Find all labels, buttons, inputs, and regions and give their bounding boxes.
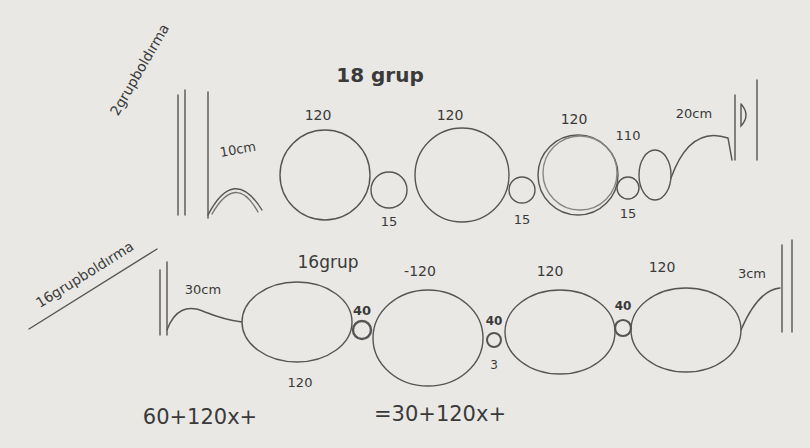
small-circle xyxy=(371,172,407,208)
small-circle xyxy=(617,177,639,199)
sketch-label: 15 xyxy=(620,207,637,221)
wall-line xyxy=(734,95,735,160)
sketch-label: 20cm xyxy=(676,107,712,121)
sketch-label: 30cm xyxy=(185,283,221,297)
wall-line xyxy=(159,270,160,335)
large-circle xyxy=(631,288,741,372)
sketch-label: 120 xyxy=(437,108,464,123)
sketch-label: 16grupboldırma xyxy=(33,239,136,311)
gap-arc xyxy=(741,288,780,330)
sketch-label: 15 xyxy=(514,213,531,227)
small-circle xyxy=(353,321,371,339)
large-circle xyxy=(373,290,483,386)
gap-arc xyxy=(212,192,258,214)
oval xyxy=(639,150,671,200)
large-circle xyxy=(242,282,352,362)
sketch-label: 40 xyxy=(353,304,371,318)
large-circle xyxy=(280,130,370,220)
sketch-label: =30+120x+ xyxy=(374,403,506,426)
sketch-label: 110 xyxy=(616,129,641,143)
wall-line xyxy=(781,245,782,332)
large-circle xyxy=(505,290,615,374)
wall-line xyxy=(177,95,178,215)
wall-line xyxy=(184,90,185,215)
gap-arc xyxy=(671,135,732,178)
sketch-label: 60+120x+ xyxy=(143,406,257,429)
sketch-label: 10cm xyxy=(219,140,257,160)
small-circle xyxy=(487,333,501,347)
d-mark xyxy=(741,104,746,126)
large-circle xyxy=(543,136,617,210)
large-circle xyxy=(538,135,618,215)
sketch-label: 3cm xyxy=(738,267,766,281)
sketch-label: 120 xyxy=(537,264,564,279)
sketch-label: 2grupboldırma xyxy=(108,21,173,118)
wall-line xyxy=(207,92,208,218)
wall-line xyxy=(791,240,792,332)
sketch-label: 40 xyxy=(615,300,632,313)
gap-arc xyxy=(208,189,262,215)
wall-line xyxy=(166,262,167,335)
sketch-label: 16grup xyxy=(298,253,359,272)
large-circle xyxy=(415,128,509,222)
sketch-label: 120 xyxy=(649,260,676,275)
sketch-label: 120 xyxy=(305,108,332,123)
sketch-label: 18 grup xyxy=(336,64,424,86)
small-circle xyxy=(615,320,631,336)
gap-arc xyxy=(167,309,242,330)
sketch-label: 120 xyxy=(561,112,588,127)
sketch-label: 3 xyxy=(490,359,498,372)
wall-line xyxy=(756,80,757,160)
sketch-label: -120 xyxy=(404,264,436,279)
small-circle xyxy=(509,177,535,203)
sketch-label: 15 xyxy=(381,215,398,229)
sketch-label: 120 xyxy=(288,376,313,390)
sketch-label: 40 xyxy=(486,315,503,328)
